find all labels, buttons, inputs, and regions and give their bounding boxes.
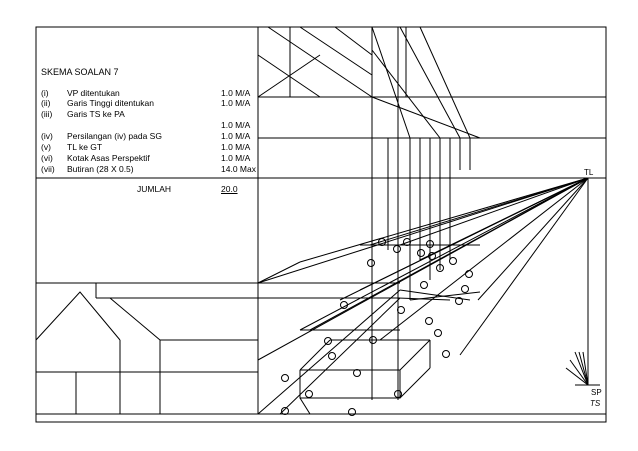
item-desc: Garis TS ke PA [67, 109, 125, 119]
mark-circle [434, 329, 442, 337]
item-mark: 1.0 M/A [221, 120, 251, 130]
item-mark: 1.0 M/A [221, 88, 251, 98]
mark-circle [442, 350, 450, 358]
mark-circle [420, 281, 428, 289]
item-num: (v) [41, 142, 51, 152]
mark-circle [324, 337, 332, 345]
item-desc: TL ke GT [67, 142, 103, 152]
mark-circle [348, 408, 356, 416]
item-mark: 1.0 M/A [221, 98, 251, 108]
mark-circle [394, 390, 402, 398]
mark-circle [461, 285, 469, 293]
total-value: 20.0 [221, 184, 238, 194]
mark-circle [328, 352, 336, 360]
item-mark: 1.0 M/A [221, 153, 251, 163]
drawing-frame [35, 26, 607, 423]
item-mark: 1.0 M/A [221, 142, 251, 152]
item-desc: VP ditentukan [67, 88, 120, 98]
tl-label: TL [584, 168, 594, 177]
item-num: (i) [41, 88, 49, 98]
roof-outline [35, 291, 121, 341]
item-desc: Butiran (28 X 0.5) [67, 164, 134, 174]
item-num: (iv) [41, 131, 53, 141]
mark-circle [449, 257, 457, 265]
mark-circle [367, 259, 375, 267]
sp-label: SP [591, 388, 602, 397]
mark-circle [465, 270, 473, 278]
mark-circle [397, 306, 405, 314]
mark-circle [281, 374, 289, 382]
mark-circle [305, 390, 313, 398]
mark-circle [281, 407, 289, 415]
mark-circle [425, 317, 433, 325]
item-desc: Kotak Asas Perspektif [67, 153, 150, 163]
mark-circle [428, 252, 436, 260]
mark-circle [403, 238, 411, 246]
item-num: (vii) [41, 164, 55, 174]
scheme-title: SKEMA SOALAN 7 [41, 67, 119, 77]
item-mark: 14.0 Max [221, 164, 256, 174]
total-label: JUMLAH [137, 184, 172, 194]
mark-circle [378, 238, 386, 246]
mark-circle [455, 297, 463, 305]
item-num: (iii) [41, 109, 53, 119]
item-desc: Persilangan (iv) pada SG [67, 131, 162, 141]
item-mark: 1.0 M/A [221, 131, 251, 141]
item-desc: Garis Tinggi ditentukan [67, 98, 154, 108]
mark-circle [353, 369, 361, 377]
mark-circle [417, 249, 425, 257]
item-num: (ii) [41, 98, 51, 108]
perspective-box [299, 369, 401, 399]
mark-circle [436, 264, 444, 272]
ts-label: TS [590, 399, 601, 408]
mark-circle [393, 245, 401, 253]
plan-outline [258, 26, 373, 138]
mark-circle [426, 240, 434, 248]
item-num: (vi) [41, 153, 53, 163]
mark-circles [281, 238, 473, 416]
mark-circle [340, 301, 348, 309]
mark-circle [369, 336, 377, 344]
